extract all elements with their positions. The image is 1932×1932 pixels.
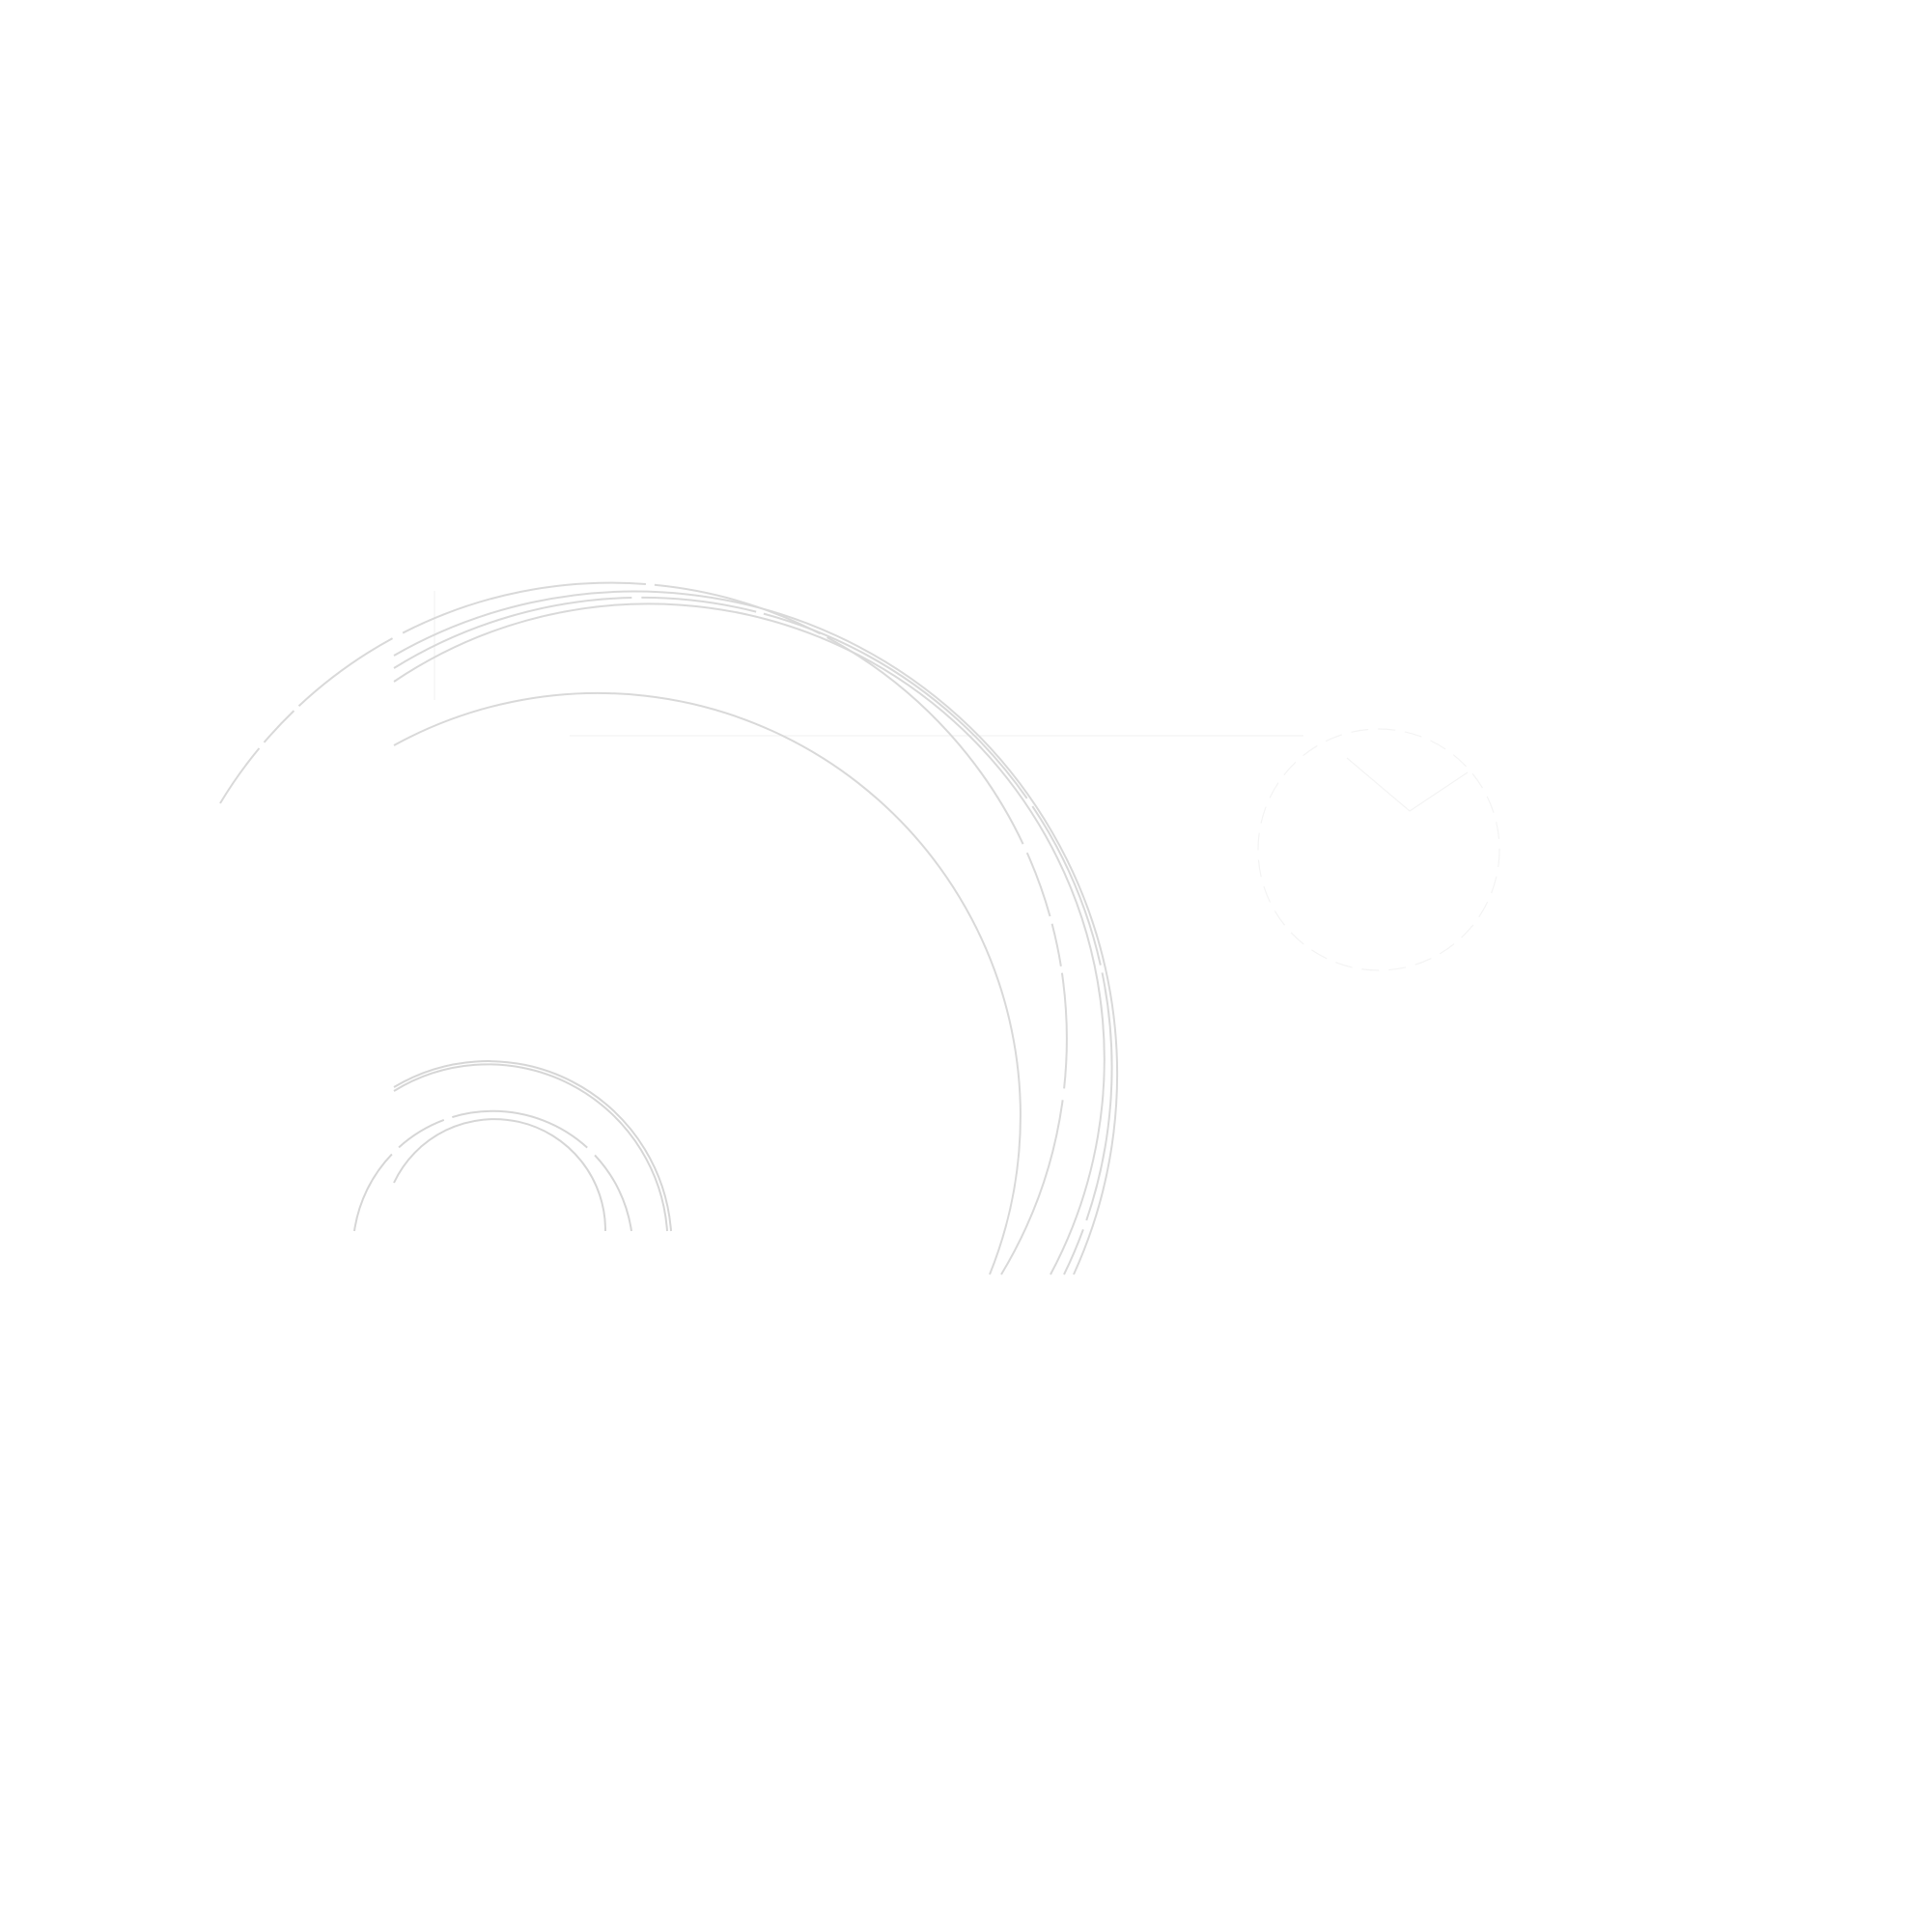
faint-side-chevron (1346, 757, 1469, 812)
inner-arc-group (353, 1060, 672, 1232)
faint-guides (434, 591, 1500, 971)
faint-side-circle (1257, 728, 1500, 971)
outer-arc-group (219, 581, 1118, 1275)
inner-arc-2 (393, 1060, 672, 1232)
middle-arc-1 (219, 581, 1068, 1275)
inner-arc-3 (353, 1109, 632, 1232)
inner-arc-4 (393, 1118, 607, 1232)
inner-arc-1 (393, 1063, 668, 1232)
outer-arc-2 (393, 596, 1113, 1275)
middle-arc-2 (393, 691, 1022, 1275)
outer-arc-3 (393, 602, 1106, 1275)
outer-arc-1 (393, 590, 1118, 1275)
